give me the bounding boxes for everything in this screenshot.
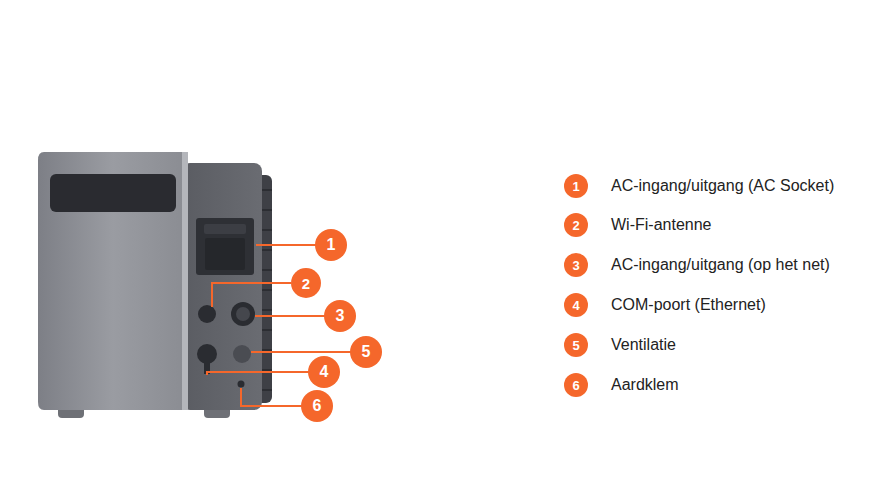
com-port [197,344,217,364]
part-description: COM-poort (Ethernet) [611,295,766,314]
connector-pins [236,307,250,321]
part-description: AC-ingang/uitgang (op het net) [611,255,830,274]
callout-number: 1 [564,174,588,198]
part-description: Aardklem [611,375,679,394]
callout-number: 4 [564,293,588,317]
socket-lid [204,224,246,234]
callout-text: 6 [572,379,579,392]
callout-number: 2 [564,213,588,237]
callout-number: 4 [308,356,340,388]
callout-text: 3 [336,308,345,324]
grid-connector [231,302,255,326]
callout-text: 4 [572,299,579,312]
callout-text: 4 [320,364,329,380]
housing [38,152,188,410]
ground-terminal [238,381,245,388]
callout-text: 5 [362,344,371,360]
callout-number: 2 [291,268,321,298]
callout-text: 2 [572,219,579,232]
socket-cover [205,238,245,270]
callout-number: 3 [324,300,356,332]
callout-number: 6 [301,390,333,422]
vent [233,345,251,363]
callout-number: 3 [564,253,588,277]
callout-text: 5 [572,339,579,352]
callout-text: 1 [327,237,336,253]
handle-cutout [50,174,176,212]
edge-highlight [182,152,188,410]
callout-number: 1 [315,229,347,261]
callout-text: 6 [313,398,322,414]
callout-text: 2 [302,276,310,291]
wifi-antenna [198,305,216,323]
part-description: Ventilatie [611,335,676,354]
callout-text: 1 [572,180,579,193]
part-description: Wi-Fi-antenne [611,215,711,234]
ac-socket [196,218,254,275]
callout-number: 5 [350,336,382,368]
callout-number: 6 [564,373,588,397]
callout-text: 3 [572,259,579,272]
callout-number: 5 [564,333,588,357]
part-description: AC-ingang/uitgang (AC Socket) [611,176,834,195]
